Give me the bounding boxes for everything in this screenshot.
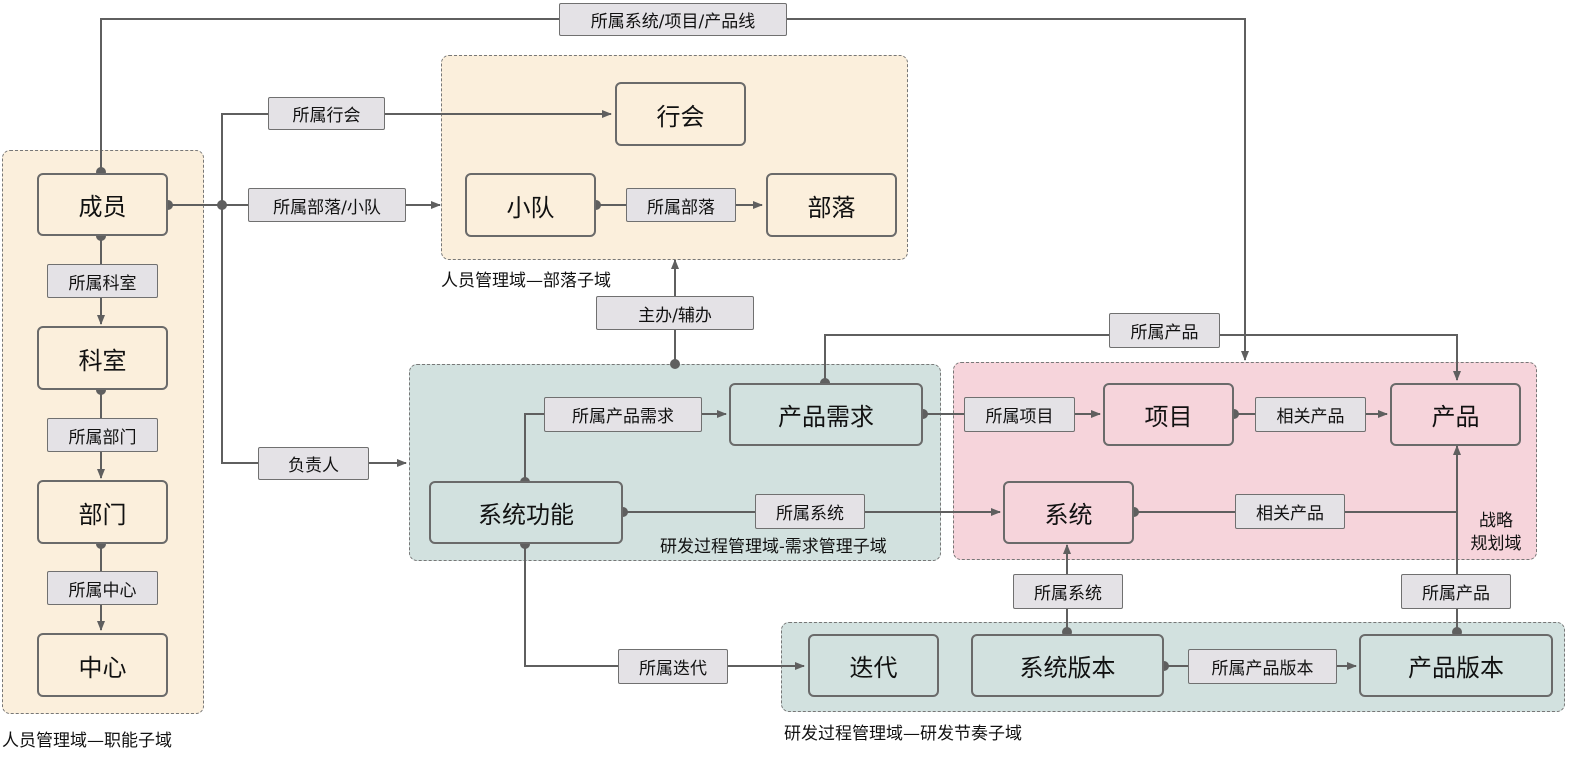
region-functional-caption: 人员管理域—职能子域 [2, 731, 172, 751]
node-member: 成员 [37, 173, 168, 236]
label-belongs-iteration: 所属迭代 [618, 649, 728, 684]
region-requirement-caption: 研发过程管理域-需求管理子域 [660, 537, 887, 557]
label-belongs-tribe-squad: 所属部落/小队 [248, 188, 406, 222]
label-belongs-guild: 所属行会 [268, 97, 385, 130]
label-responsible-person: 负责人 [258, 447, 369, 480]
node-iteration: 迭代 [808, 634, 939, 697]
node-product: 产品 [1390, 383, 1521, 446]
region-tribe-caption: 人员管理域—部落子域 [441, 271, 611, 291]
label-belongs-project: 所属项目 [964, 397, 1075, 432]
label-belongs-tribe: 所属部落 [626, 188, 736, 222]
label-lead-assist: 主办/辅办 [596, 296, 754, 330]
node-system-version: 系统版本 [971, 634, 1164, 697]
label-belongs-system-2: 所属系统 [1013, 574, 1123, 609]
label-belongs-product-requirement: 所属产品需求 [544, 397, 702, 432]
label-belongs-product-version: 所属产品版本 [1188, 649, 1337, 684]
region-rhythm-caption: 研发过程管理域—研发节奏子域 [784, 724, 1022, 744]
node-project: 项目 [1103, 383, 1234, 446]
node-system-function: 系统功能 [429, 481, 623, 544]
label-related-product-1: 相关产品 [1255, 397, 1366, 432]
label-system-project-productline: 所属系统/项目/产品线 [559, 3, 787, 36]
node-squad: 小队 [465, 173, 596, 237]
region-strategy-caption: 战略 规划域 [1470, 511, 1522, 554]
label-belongs-product-2: 所属产品 [1401, 574, 1511, 609]
label-belongs-product-top: 所属产品 [1109, 313, 1220, 348]
node-product-requirement: 产品需求 [729, 383, 923, 446]
node-center: 中心 [37, 633, 168, 697]
label-belongs-office: 所属科室 [47, 264, 158, 298]
node-department: 部门 [37, 480, 168, 544]
node-system: 系统 [1003, 481, 1134, 544]
node-guild: 行会 [615, 82, 746, 146]
node-office: 科室 [37, 326, 168, 390]
label-belongs-center: 所属中心 [47, 571, 158, 605]
label-belongs-department: 所属部门 [47, 418, 158, 452]
node-tribe: 部落 [766, 173, 897, 237]
label-belongs-system-1: 所属系统 [755, 494, 865, 529]
label-related-product-2: 相关产品 [1235, 494, 1345, 529]
node-product-version: 产品版本 [1359, 634, 1553, 697]
